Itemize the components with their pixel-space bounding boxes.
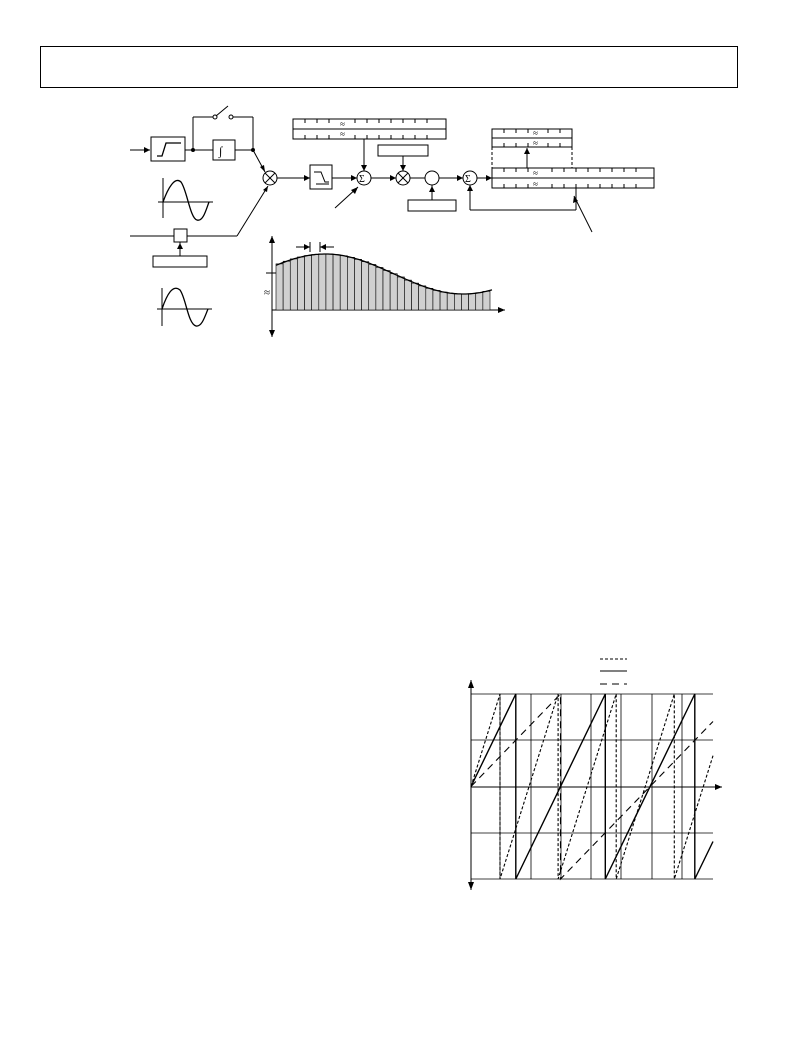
- svg-text:Σ: Σ: [359, 174, 365, 185]
- svg-text:≈: ≈: [533, 138, 538, 148]
- svg-text:≈: ≈: [340, 119, 345, 129]
- series-short-dash: [470, 693, 714, 880]
- lowpass-filter-block: [309, 164, 333, 190]
- svg-text:≈: ≈: [533, 168, 538, 178]
- page-header-box: [40, 46, 738, 88]
- svg-text:∫: ∫: [218, 144, 223, 158]
- label-box-1: [152, 255, 208, 268]
- series-solid: [470, 693, 714, 880]
- chart-legend: [600, 658, 627, 685]
- svg-text:≈: ≈: [264, 287, 270, 299]
- svg-text:≈: ≈: [340, 129, 345, 139]
- svg-text:≈: ≈: [533, 179, 538, 189]
- svg-text:≈: ≈: [533, 128, 538, 138]
- limiter-block: [150, 136, 186, 162]
- series-long-dash: [470, 692, 714, 881]
- svg-text:Σ: Σ: [465, 174, 471, 185]
- label-box-3: [407, 199, 457, 212]
